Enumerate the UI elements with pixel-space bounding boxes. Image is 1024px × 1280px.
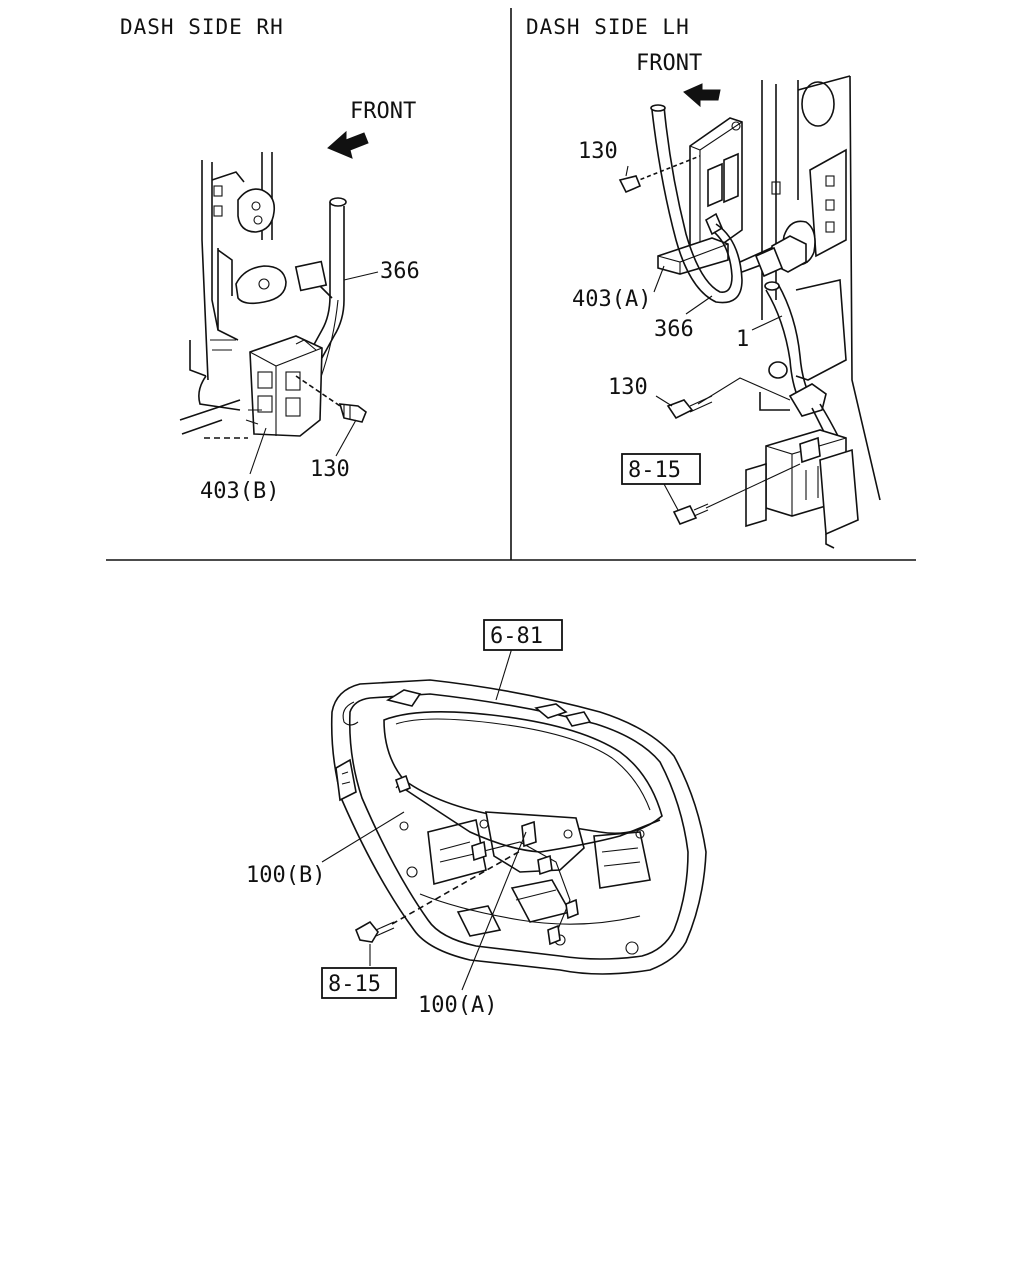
callout-403b: 403(B) xyxy=(200,479,279,504)
callout-1-lh: 1 xyxy=(736,327,749,352)
harness-366-rh xyxy=(294,197,347,381)
bolt-130-mid-lh xyxy=(666,377,791,420)
callout-130-top-lh: 130 xyxy=(578,139,618,164)
leaders-rh xyxy=(249,271,379,475)
leaders-lh xyxy=(625,165,783,511)
connector-403b xyxy=(245,335,323,437)
front-arrow-lh: FRONT xyxy=(636,51,721,108)
bolt-130-rh xyxy=(295,375,367,423)
ref-box-8-15-door xyxy=(321,967,397,999)
ref-box-6-81 xyxy=(483,619,563,651)
panel-dash-side-rh: DASH SIDE RH FRONT xyxy=(120,15,420,504)
bolt-130-top-lh xyxy=(618,155,701,194)
callout-366-rh: 366 xyxy=(380,259,420,284)
ref-box-8-15-lh xyxy=(621,453,701,485)
panel-title-rh: DASH SIDE RH xyxy=(120,15,284,39)
panel-title-lh: DASH SIDE LH xyxy=(526,15,690,39)
harness-1-lh xyxy=(764,281,841,441)
pillar-rh xyxy=(179,152,287,439)
panel-back-door: 6-81 100(B) 8-15 100(A) xyxy=(246,619,707,1018)
callout-6-81: 6-81 xyxy=(490,624,543,649)
callout-100a: 100(A) xyxy=(418,993,497,1018)
front-arrow-rh: FRONT xyxy=(327,99,416,159)
leaders-door xyxy=(321,647,527,991)
callout-130-mid-lh: 130 xyxy=(608,375,648,400)
harness-366-lh xyxy=(650,104,809,304)
bolt-8-15-lh xyxy=(672,463,801,526)
front-arrow-icon-lh xyxy=(683,83,721,108)
connector-lower-lh xyxy=(745,429,859,549)
front-label-rh: FRONT xyxy=(350,99,416,124)
callout-8-15-lh: 8-15 xyxy=(628,458,681,483)
panel-dash-side-lh: DASH SIDE LH FRONT xyxy=(526,15,881,549)
clip-8-15 xyxy=(354,849,523,943)
panel-dividers xyxy=(106,8,916,561)
front-label-lh: FRONT xyxy=(636,51,702,76)
callout-8-15-door: 8-15 xyxy=(328,972,381,997)
callout-100b: 100(B) xyxy=(246,863,325,888)
front-arrow-icon xyxy=(327,130,369,159)
harness-100 xyxy=(395,774,661,946)
bracket-403a xyxy=(657,117,743,275)
callout-403a: 403(A) xyxy=(572,287,651,312)
callout-366-lh: 366 xyxy=(654,317,694,342)
callout-130-rh: 130 xyxy=(310,457,350,482)
